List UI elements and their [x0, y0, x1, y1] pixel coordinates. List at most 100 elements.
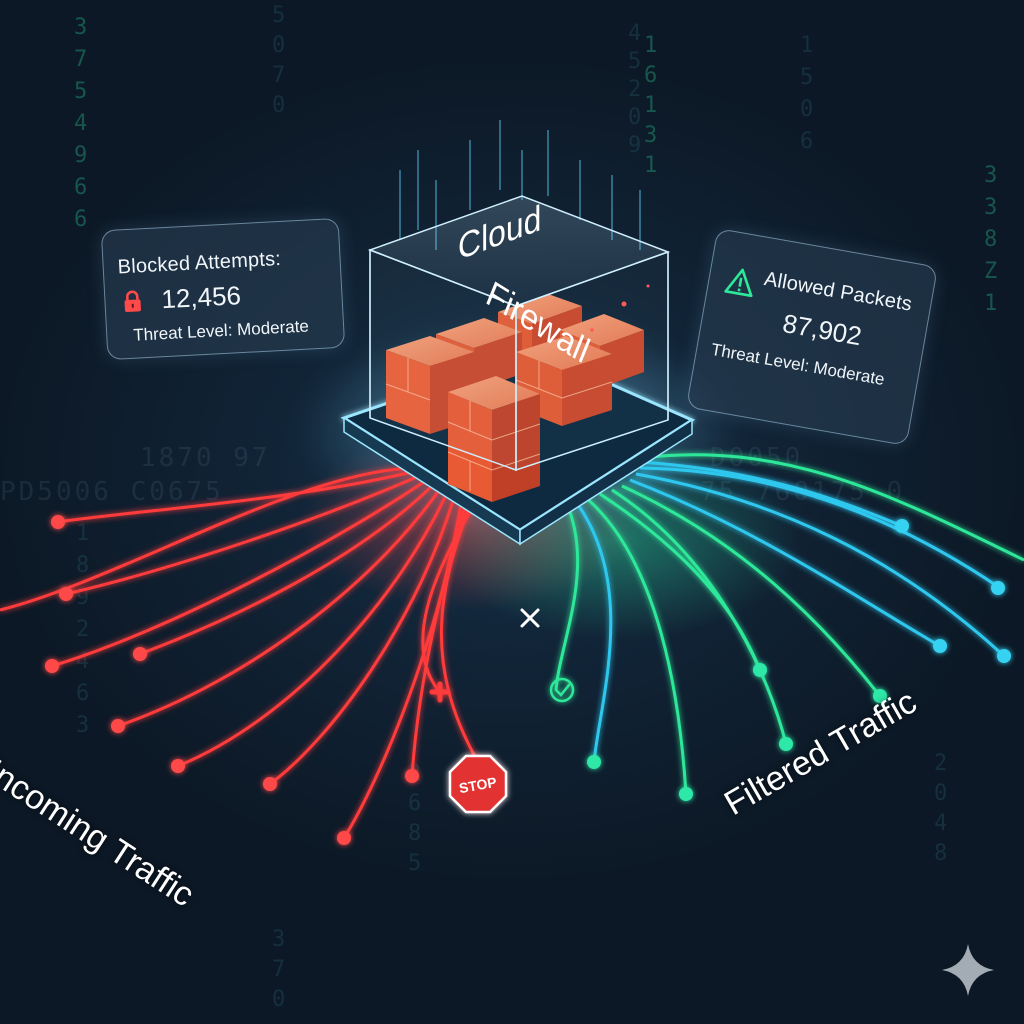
incoming-traffic-node	[45, 659, 59, 673]
filtered-traffic-line	[641, 453, 1024, 562]
code-digit: 0	[800, 97, 813, 122]
code-digit: 3	[74, 15, 87, 40]
code-digit: 3	[272, 927, 285, 952]
code-row: PD5006 C0675	[0, 477, 224, 507]
code-digit: 1	[644, 93, 657, 118]
filtered-traffic-lines	[554, 453, 1024, 795]
incoming-traffic-line	[269, 483, 460, 786]
glass-cube	[367, 195, 671, 472]
incoming-traffic-node	[337, 831, 351, 845]
code-digit: 6	[644, 63, 657, 88]
code-digit: 5	[408, 851, 421, 876]
code-row: 1870 97	[140, 443, 271, 473]
code-digit: 3	[984, 195, 997, 220]
filtered-traffic-line	[583, 494, 688, 795]
code-digit: 7	[272, 957, 285, 982]
code-digit: 4	[934, 811, 947, 836]
data-streaks	[399, 120, 641, 250]
stop-sign-label: STOP	[458, 774, 498, 796]
incoming-traffic-node	[133, 647, 147, 661]
code-digit: 6	[408, 791, 421, 816]
incoming-traffic-line	[177, 481, 454, 768]
code-digit: 4	[74, 111, 87, 136]
incoming-traffic-line	[410, 487, 472, 777]
code-digit: 9	[74, 143, 87, 168]
filtered-traffic-line	[629, 478, 941, 648]
code-digit: 3	[76, 713, 89, 738]
lock-icon	[121, 289, 144, 319]
warning-icon	[722, 265, 757, 303]
code-digit: 1	[76, 521, 89, 546]
code-digit: 8	[408, 821, 421, 846]
filtered-traffic-node	[873, 689, 887, 703]
code-digit: 1	[984, 291, 997, 316]
code-digit: 6	[76, 681, 89, 706]
filtered-traffic-node	[679, 787, 693, 801]
code-digit: 7	[74, 47, 87, 72]
filtered-traffic-line	[635, 472, 1006, 658]
code-digit: 8	[934, 841, 947, 866]
close-icon	[520, 608, 540, 628]
code-digit: 2	[628, 77, 641, 102]
code-digit: 0	[272, 93, 285, 118]
incoming-traffic-node	[111, 719, 125, 733]
filtered-traffic-line	[611, 488, 788, 745]
incoming-traffic-line	[0, 466, 416, 612]
allowed-packets-panel: Allowed Packets 87,902 Threat Level: Mod…	[685, 227, 939, 447]
filtered-traffic-line	[554, 489, 580, 691]
incoming-traffic-node	[51, 515, 65, 529]
code-digit: 4	[628, 21, 641, 46]
sparks	[590, 284, 650, 332]
filtered-traffic-line	[639, 466, 1001, 590]
code-digit: 6	[800, 129, 813, 154]
sparkle-icon	[942, 944, 994, 996]
code-digit: 6	[74, 175, 87, 200]
blocked-attempts-panel: Blocked Attempts: 12,456 Threat Level: M…	[100, 217, 346, 361]
filtered-traffic-nodes	[587, 519, 1011, 801]
allowed-packets-value: 87,902	[780, 307, 864, 352]
stop-sign-icon: STOP	[448, 754, 508, 814]
incoming-traffic-node	[405, 769, 419, 783]
code-digit: Z	[984, 259, 997, 284]
background-code-columns: 3754966507045209161311506338Z11892463268…	[74, 3, 997, 1012]
filtered-traffic-node	[587, 755, 601, 769]
blocked-cross-icon	[429, 681, 451, 703]
code-digit: 1	[800, 33, 813, 58]
allowed-threat-level: Threat Level: Moderate	[709, 339, 887, 390]
incoming-traffic-lines	[0, 466, 484, 839]
incoming-traffic-line	[139, 476, 442, 656]
blocked-attempts-title: Blocked Attempts:	[117, 247, 282, 279]
incoming-traffic-line	[421, 491, 484, 691]
code-digit: 5	[272, 3, 285, 28]
incoming-traffic-line	[117, 479, 448, 728]
filtered-traffic-node	[895, 519, 909, 533]
filtered-traffic-node	[753, 663, 767, 677]
filtered-traffic-line	[568, 493, 613, 763]
code-digit: 8	[76, 553, 89, 578]
code-digit: 0	[272, 987, 285, 1012]
code-digit: 1	[644, 153, 657, 178]
code-digit: 5	[800, 65, 813, 90]
code-digit: 9	[628, 133, 641, 158]
code-digit: 2	[76, 617, 89, 642]
code-digit: 0	[272, 33, 285, 58]
incoming-traffic-node	[59, 587, 73, 601]
code-digit: 3	[984, 163, 997, 188]
code-digit: 5	[628, 49, 641, 74]
filtered-traffic-line	[621, 484, 882, 697]
code-digit: 5	[74, 79, 87, 104]
incoming-traffic-node	[263, 777, 277, 791]
incoming-traffic-nodes	[45, 515, 419, 845]
filtered-traffic-line	[639, 460, 903, 528]
code-digit: 8	[984, 227, 997, 252]
filtered-traffic-node	[779, 737, 793, 751]
code-digit: 2	[934, 751, 947, 776]
filtered-traffic-node	[997, 649, 1011, 663]
code-digit: 6	[74, 207, 87, 232]
filtered-traffic-node	[933, 639, 947, 653]
check-circle-icon	[549, 677, 575, 703]
code-digit: 0	[628, 105, 641, 130]
code-digit: 7	[272, 63, 285, 88]
incoming-traffic-line	[51, 473, 435, 668]
